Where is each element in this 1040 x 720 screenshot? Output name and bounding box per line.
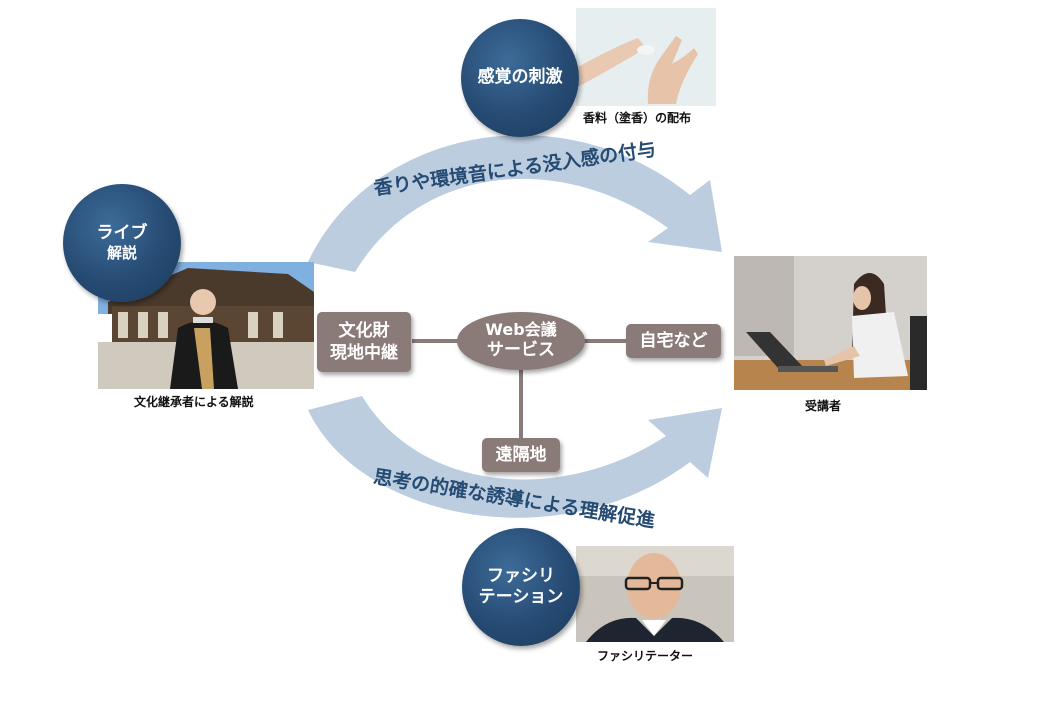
hub-line2: サービス	[487, 340, 555, 361]
sensory-circle-label: 感覚の刺激	[478, 67, 563, 88]
heritage-site-box: 文化財 現地中継	[317, 312, 411, 372]
web-meeting-hub: Web会議 サービス	[457, 312, 585, 370]
live-circle-line1: ライブ	[97, 223, 148, 244]
home-label: 自宅など	[640, 330, 708, 352]
remote-box: 遠隔地	[482, 438, 560, 472]
hands-image	[576, 8, 716, 106]
facilitation-circle-line2: テーション	[479, 587, 564, 608]
facilitator-image	[576, 546, 734, 642]
live-circle-line2: 解説	[107, 244, 137, 263]
home-box: 自宅など	[626, 324, 721, 358]
heritage-site-line2: 現地中継	[330, 342, 398, 364]
incense-caption: 香料（塗香）の配布	[583, 109, 691, 126]
remote-label: 遠隔地	[496, 444, 547, 466]
participant-caption: 受講者	[805, 397, 841, 414]
commentator-caption: 文化継承者による解説	[134, 393, 254, 410]
facilitator-caption: ファシリテーター	[597, 647, 693, 664]
live-circle: ライブ 解説	[63, 184, 181, 302]
participant-photo	[734, 256, 927, 390]
heritage-site-line1: 文化財	[339, 320, 390, 342]
facilitator-photo	[576, 546, 734, 642]
sensory-circle: 感覚の刺激	[461, 19, 579, 137]
participant-image	[734, 256, 927, 390]
incense-photo	[576, 8, 716, 106]
facilitation-circle: ファシリ テーション	[462, 528, 580, 646]
facilitation-circle-line1: ファシリ	[487, 566, 555, 587]
hub-line1: Web会議	[485, 320, 556, 340]
